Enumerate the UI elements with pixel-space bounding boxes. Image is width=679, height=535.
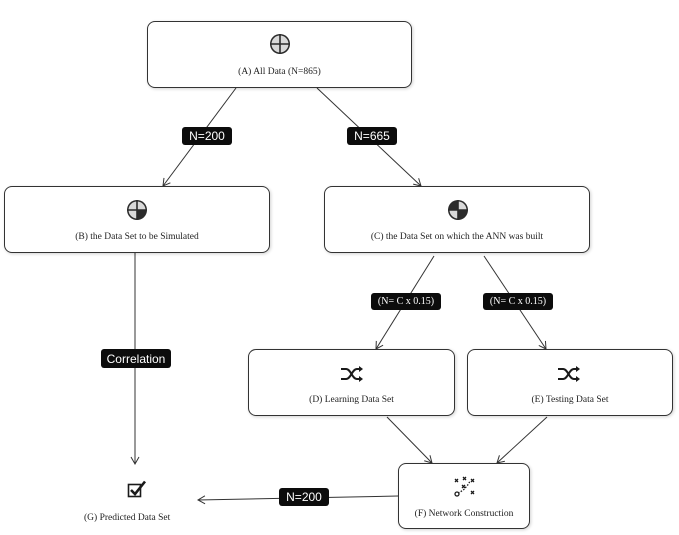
edge-b-g-correlation-tag: Correlation	[101, 349, 171, 368]
node-b-label: (B) the Data Set to be Simulated	[75, 232, 199, 242]
node-a-label: (A) All Data (N=865)	[238, 67, 321, 77]
node-c-label: (C) the Data Set on which the ANN was bu…	[370, 232, 544, 242]
node-c-ann-data: (C) the Data Set on which the ANN was bu…	[324, 186, 590, 253]
edge-a-to-b-tag: N=200	[182, 127, 232, 145]
node-g-label: (G) Predicted Data Set	[84, 513, 171, 523]
node-d-learning-data: (D) Learning Data Set	[248, 349, 455, 416]
shuffle-icon	[558, 366, 580, 382]
node-d-label: (D) Learning Data Set	[309, 395, 394, 405]
edge-e-to-f	[496, 416, 548, 464]
pie-chart-icon	[448, 200, 468, 220]
checkmark-icon	[127, 480, 147, 498]
edge-c-to-e-tag: (N= C x 0.15)	[483, 293, 553, 310]
node-f-label: (F) Network Construction	[414, 509, 514, 519]
edge-a-to-c-tag: N=665	[347, 127, 397, 145]
node-f-network-construction: (F) Network Construction	[398, 463, 530, 529]
node-a-all-data: (A) All Data (N=865)	[147, 21, 412, 88]
edge-c-to-d-tag: (N= C x 0.15)	[371, 293, 441, 310]
shuffle-icon	[341, 366, 363, 382]
edge-f-to-g-tag: N=200	[279, 488, 329, 506]
edge-d-to-f	[386, 416, 433, 464]
node-e-testing-data: (E) Testing Data Set	[467, 349, 673, 416]
node-e-label: (E) Testing Data Set	[531, 395, 609, 405]
pie-chart-icon	[270, 34, 290, 54]
pie-chart-icon	[127, 200, 147, 220]
node-b-data-to-simulate: (B) the Data Set to be Simulated	[4, 186, 270, 253]
scatter-network-icon	[454, 476, 475, 497]
